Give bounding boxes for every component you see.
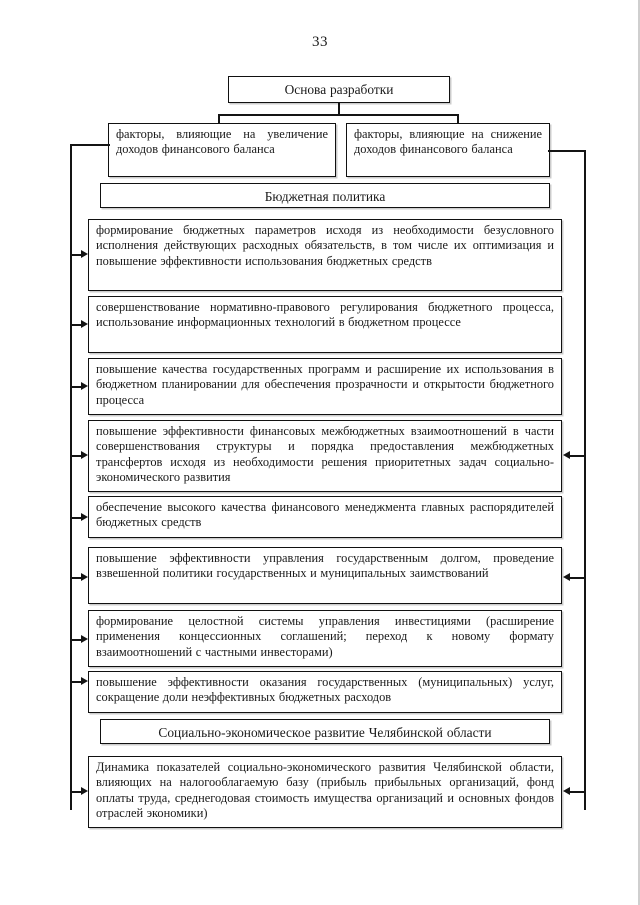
arrow-left-into-item-6-icon xyxy=(81,573,88,581)
arrow-left-into-item-9-icon xyxy=(81,787,88,795)
connector-left-6 xyxy=(70,577,82,579)
connector-left-8 xyxy=(70,681,82,683)
item-box-4: повышение эффективности финансовых межбю… xyxy=(88,420,562,492)
connector-root-stem xyxy=(338,103,340,115)
arrow-left-into-item-4-icon xyxy=(81,451,88,459)
connector-drop-right xyxy=(457,114,459,124)
connector-left-2 xyxy=(70,324,82,326)
section-header-budget-policy: Бюджетная политика xyxy=(100,183,550,208)
connector-right-spine-entry xyxy=(548,150,586,152)
item-box-3-text: повышение качества государственных прогр… xyxy=(96,362,554,407)
page-number: 33 xyxy=(312,34,328,50)
item-box-1-text: формирование бюджетных параметров исходя… xyxy=(96,223,554,268)
item-box-5-text: обеспечение высокого качества финансовог… xyxy=(96,500,554,530)
item-box-4-text: повышение эффективности финансовых межбю… xyxy=(96,424,554,485)
arrow-right-into-item-6-icon xyxy=(563,573,570,581)
section-header-social-economic: Социально-экономическое развитие Челябин… xyxy=(100,719,550,744)
item-box-3: повышение качества государственных прогр… xyxy=(88,358,562,415)
connector-distributor xyxy=(218,114,458,116)
connector-right-4 xyxy=(570,455,585,457)
section-header-budget-policy-label: Бюджетная политика xyxy=(264,189,386,204)
factor-box-decrease-label: факторы, влияющие на снижение доходов фи… xyxy=(354,127,542,157)
connector-left-spine xyxy=(70,144,72,810)
arrow-right-into-item-4-icon xyxy=(563,451,570,459)
scan-edge xyxy=(638,0,640,905)
item-box-8-text: повышение эффективности оказания государ… xyxy=(96,675,554,705)
connector-left-spine-entry xyxy=(70,144,110,146)
connector-left-9 xyxy=(70,791,82,793)
arrow-right-into-item-9-icon xyxy=(563,787,570,795)
item-box-6: повышение эффективности управления госуд… xyxy=(88,547,562,604)
arrow-left-into-item-2-icon xyxy=(81,320,88,328)
item-box-7: формирование целостной системы управлени… xyxy=(88,610,562,667)
item-box-7-text: формирование целостной системы управлени… xyxy=(96,614,554,659)
connector-right-9 xyxy=(570,791,585,793)
item-box-9: Динамика показателей социально-экономиче… xyxy=(88,756,562,828)
arrow-left-into-item-1-icon xyxy=(81,250,88,258)
factor-box-decrease: факторы, влияющие на снижение доходов фи… xyxy=(346,123,550,177)
arrow-left-into-item-7-icon xyxy=(81,635,88,643)
section-header-social-economic-label: Социально-экономическое развитие Челябин… xyxy=(158,725,492,740)
arrow-left-into-item-5-icon xyxy=(81,513,88,521)
connector-right-6 xyxy=(570,577,585,579)
connector-left-5 xyxy=(70,517,82,519)
factor-box-increase-label: факторы, влияющие на увеличение доходов … xyxy=(116,127,328,157)
item-box-6-text: повышение эффективности управления госуд… xyxy=(96,551,554,581)
factor-box-increase: факторы, влияющие на увеличение доходов … xyxy=(108,123,336,177)
connector-left-7 xyxy=(70,639,82,641)
item-box-8: повышение эффективности оказания государ… xyxy=(88,671,562,713)
item-box-2-text: совершенствование нормативно-правового р… xyxy=(96,300,554,330)
connector-right-spine xyxy=(584,150,586,810)
root-box: Основа разработки xyxy=(228,76,450,103)
arrow-left-into-item-8-icon xyxy=(81,677,88,685)
item-box-9-text: Динамика показателей социально-экономиче… xyxy=(96,760,554,821)
item-box-2: совершенствование нормативно-правового р… xyxy=(88,296,562,353)
connector-left-3 xyxy=(70,386,82,388)
item-box-5: обеспечение высокого качества финансовог… xyxy=(88,496,562,538)
connector-left-1 xyxy=(70,254,82,256)
connector-drop-left xyxy=(218,114,220,124)
item-box-1: формирование бюджетных параметров исходя… xyxy=(88,219,562,291)
arrow-left-into-item-3-icon xyxy=(81,382,88,390)
connector-left-4 xyxy=(70,455,82,457)
root-box-label: Основа разработки xyxy=(284,82,394,97)
